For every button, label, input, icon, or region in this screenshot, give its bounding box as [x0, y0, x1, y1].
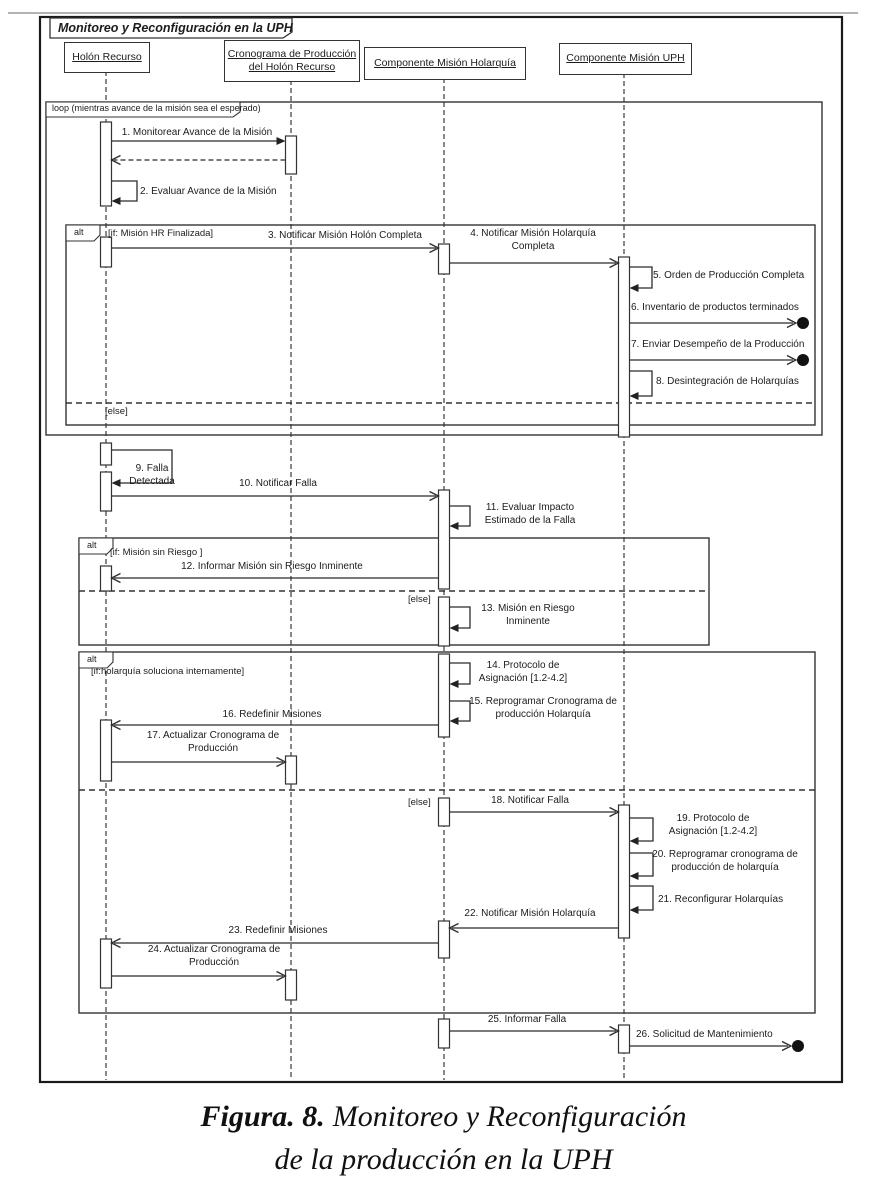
message-label-3: 3. Notificar Misión Holón Completa — [268, 230, 422, 241]
message-arrows — [110, 137, 809, 1052]
alt3-frame — [78, 651, 816, 1014]
message-label-1: 1. Monitorear Avance de la Misión — [121, 127, 273, 138]
loop-operator-label: loop (mientras avance de la misión sea e… — [52, 103, 261, 113]
alt3-operator: alt — [87, 654, 97, 664]
alt3-guard-else: [else] — [408, 797, 431, 808]
message-label-12: 12. Informar Misión sin Riesgo Inminente — [181, 561, 363, 572]
message-label-20: 20. Reprogramar cronograma de producción… — [652, 849, 798, 873]
message-label-22: 22. Notificar Misión Holarquía — [464, 908, 596, 919]
lifeline-componente-mision-holarquia: Componente Misión Holarquía — [364, 47, 526, 80]
diagram-frame — [38, 15, 844, 1084]
message-label-10: 10. Notificar Falla — [239, 478, 317, 489]
message-label-23: 23. Redefinir Misiones — [228, 925, 328, 936]
message-label-6: 6. Inventario de productos terminados — [631, 302, 799, 313]
lifeline-cronograma-produccion: Cronograma de Producción del Holón Recur… — [224, 40, 360, 82]
alt2-tab — [78, 537, 114, 555]
message-label-13: 13. Misión en Riesgo Inminente — [481, 603, 575, 627]
message-label-21: 21. Reconfigurar Holarquías — [658, 894, 784, 905]
activation-bars — [99, 121, 631, 1054]
message-label-4: 4. Notificar Misión Holarquía Completa — [470, 228, 596, 252]
alt1-operator: alt — [74, 227, 84, 237]
message-label-14: 14. Protocolo de Asignación [1.2-4.2] — [478, 660, 568, 684]
lifeline-componente-mision-uph: Componente Misión UPH — [559, 43, 692, 75]
alt1-tab — [65, 224, 101, 242]
message-label-19: 19. Protocolo de Asignación [1.2-4.2] — [668, 813, 758, 837]
figure-caption-line1: Figura. 8.Monitoreo y Reconfiguración — [200, 1100, 687, 1133]
combined-fragments — [45, 101, 823, 1014]
message-label-16: 16. Redefinir Misiones — [222, 709, 322, 720]
message-label-17: 17. Actualizar Cronograma de Producción — [146, 730, 280, 754]
alt1-guard-if: [if: Misión HR Finalizada] — [108, 228, 214, 239]
loop-tab — [45, 101, 241, 118]
alt2-guard-if: [if: Misión sin Riesgo ] — [110, 547, 203, 558]
lifeline-holon-recurso: Holón Recurso — [64, 42, 150, 73]
alt2-guard-else: [else] — [408, 594, 431, 605]
message-label-25: 25. Informar Falla — [487, 1014, 567, 1025]
message-label-9: 9. Falla Detectada — [129, 463, 175, 487]
alt3-guard-if: [if:holarquía soluciona internamente] — [91, 666, 245, 677]
alt3-tab — [78, 651, 114, 669]
alt2-operator: alt — [87, 540, 97, 550]
message-label-7: 7. Enviar Desempeño de la Producción — [631, 339, 805, 350]
figure-caption-line2: de la producción en la UPH — [274, 1143, 613, 1176]
message-label-8: 8. Desintegración de Holarquías — [656, 376, 799, 387]
message-label-26: 26. Solicitud de Mantenimiento — [636, 1029, 773, 1040]
lifeline-dashed-lines — [105, 71, 625, 1080]
message-label-11: 11. Evaluar Impacto Estimado de la Falla — [484, 502, 576, 526]
loop-frame — [45, 101, 823, 436]
message-label-5: 5. Orden de Producción Completa — [653, 270, 805, 281]
message-label-15: 15. Reprogramar Cronograma de producción… — [469, 696, 617, 720]
alt1-guard-else: [else] — [105, 406, 128, 417]
figure-caption-number: Figura. 8. — [200, 1100, 325, 1133]
message-label-18: 18. Notificar Falla — [491, 795, 569, 806]
message-label-24: 24. Actualizar Cronograma de Producción — [147, 944, 281, 968]
diagram-title: Monitoreo y Reconfiguración en la UPH — [58, 21, 293, 35]
message-label-2: 2. Evaluar Avance de la Misión — [140, 186, 277, 197]
alt1-frame — [65, 224, 816, 426]
